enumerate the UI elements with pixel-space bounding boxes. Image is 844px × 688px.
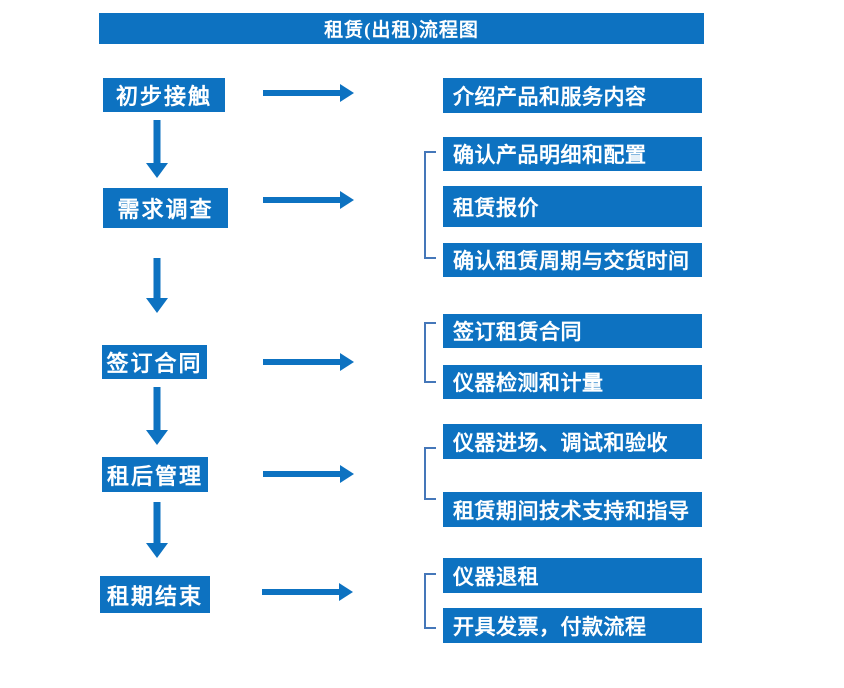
detail-box-introduce-products: 介绍产品和服务内容 bbox=[443, 78, 702, 113]
right-arrow-1 bbox=[263, 83, 354, 103]
arrow-shaft bbox=[153, 258, 161, 299]
arrow-shaft bbox=[263, 197, 341, 203]
arrow-head-icon bbox=[146, 430, 168, 445]
group-bracket-lease-end bbox=[424, 573, 436, 629]
arrow-shaft bbox=[153, 502, 161, 544]
right-arrow-5 bbox=[262, 582, 353, 602]
diagram-title: 租赁(出租)流程图 bbox=[324, 20, 479, 41]
detail-box-instrument-setup: 仪器进场、调试和验收 bbox=[443, 424, 702, 459]
step-box-sign-contract: 签订合同 bbox=[102, 345, 207, 379]
arrow-head-icon bbox=[146, 298, 168, 313]
arrow-head-icon bbox=[146, 543, 168, 558]
down-arrow-2 bbox=[146, 258, 168, 313]
down-arrow-3 bbox=[146, 387, 168, 445]
step-box-initial-contact: 初步接触 bbox=[103, 78, 225, 112]
detail-box-invoice-payment: 开具发票，付款流程 bbox=[443, 608, 702, 643]
right-arrow-4 bbox=[263, 464, 354, 484]
arrow-head-icon bbox=[146, 163, 168, 178]
detail-box-instrument-testing: 仪器检测和计量 bbox=[443, 365, 702, 399]
arrow-head-icon bbox=[340, 191, 354, 209]
group-bracket-demand-survey bbox=[424, 151, 436, 259]
arrow-head-icon bbox=[339, 583, 353, 601]
detail-box-confirm-rental-period: 确认租赁周期与交货时间 bbox=[443, 243, 702, 277]
arrow-shaft bbox=[153, 387, 161, 431]
diagram-title-bar: 租赁(出租)流程图 bbox=[99, 13, 704, 44]
arrow-shaft bbox=[153, 120, 161, 164]
right-arrow-2 bbox=[263, 190, 354, 210]
detail-box-confirm-product-details: 确认产品明细和配置 bbox=[443, 137, 702, 171]
step-box-demand-survey: 需求调查 bbox=[103, 188, 228, 228]
group-bracket-post-rental bbox=[424, 447, 436, 500]
detail-box-rental-quote: 租赁报价 bbox=[443, 186, 702, 227]
step-box-post-rental-management: 租后管理 bbox=[102, 457, 208, 492]
arrow-head-icon bbox=[340, 465, 354, 483]
arrow-shaft bbox=[263, 471, 341, 477]
detail-box-sign-rental-contract: 签订租赁合同 bbox=[443, 314, 702, 348]
arrow-head-icon bbox=[340, 353, 354, 371]
arrow-head-icon bbox=[340, 84, 354, 102]
arrow-shaft bbox=[263, 90, 341, 96]
detail-box-instrument-return: 仪器退租 bbox=[443, 558, 702, 593]
down-arrow-1 bbox=[146, 120, 168, 178]
arrow-shaft bbox=[262, 589, 340, 595]
arrow-shaft bbox=[263, 359, 341, 365]
down-arrow-4 bbox=[146, 502, 168, 558]
group-bracket-sign-contract bbox=[424, 322, 436, 383]
step-box-lease-end: 租期结束 bbox=[100, 576, 210, 613]
right-arrow-3 bbox=[263, 352, 354, 372]
detail-box-technical-support: 租赁期间技术支持和指导 bbox=[443, 492, 702, 527]
